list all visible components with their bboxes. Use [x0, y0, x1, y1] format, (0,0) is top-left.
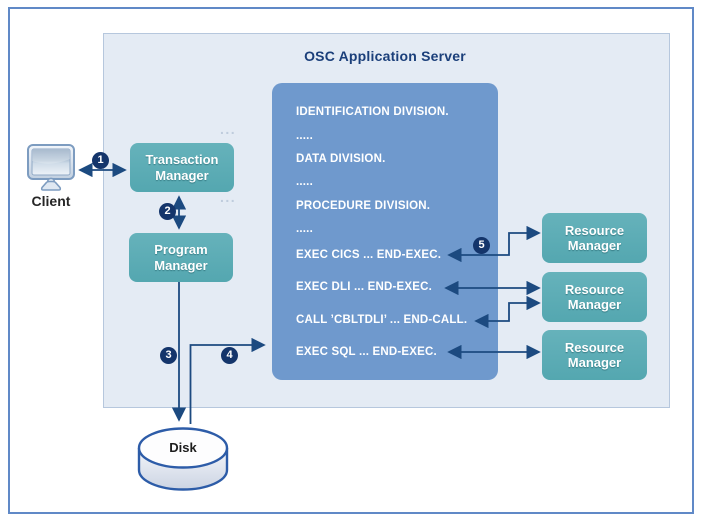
resource-manager-label: Resource Manager: [564, 222, 625, 253]
step-badge-3: 3: [160, 347, 177, 364]
program-manager-label: Program Manager: [154, 242, 208, 273]
code-line-call-cbltdli: CALL ’CBLTDLI’ ... END-CALL.: [296, 314, 468, 326]
step-badge-1: 1: [92, 152, 109, 169]
continuation-dots-bottom: ...: [220, 189, 237, 205]
disk-cylinder-icon: [137, 427, 229, 491]
outer-frame-border: [8, 7, 694, 514]
client-label: Client: [31, 193, 71, 209]
code-line-ellipsis: .....: [296, 130, 313, 142]
disk-label: Disk: [169, 440, 197, 455]
resource-manager-label: Resource Manager: [564, 281, 625, 312]
continuation-dots-top: ...: [220, 121, 237, 137]
code-line-procedure-division: PROCEDURE DIVISION.: [296, 200, 431, 212]
transaction-manager-box: Transaction Manager: [130, 143, 234, 192]
panel-title: OSC Application Server: [304, 48, 466, 64]
code-line-identification-division: IDENTIFICATION DIVISION.: [296, 106, 449, 118]
arrow-exec-cics-resource-manager-1: [447, 225, 541, 263]
arrow-disk-program-load: [189, 337, 266, 424]
program-manager-box: Program Manager: [129, 233, 233, 282]
resource-manager-box-1: Resource Manager: [542, 213, 647, 263]
arrow-call-cbltdli-resource-manager-2: [474, 295, 541, 329]
step-badge-4: 4: [221, 347, 238, 364]
transaction-manager-label: Transaction Manager: [145, 152, 219, 183]
client-computer-icon: [27, 144, 75, 191]
resource-manager-box-3: Resource Manager: [542, 330, 647, 380]
code-line-exec-dli: EXEC DLI ... END-EXEC.: [296, 281, 433, 293]
code-line-exec-sql: EXEC SQL ... END-EXEC.: [296, 346, 437, 358]
code-line-ellipsis: .....: [296, 223, 313, 235]
step-badge-5: 5: [473, 237, 490, 254]
code-line-ellipsis: .....: [296, 176, 313, 188]
resource-manager-label: Resource Manager: [564, 339, 625, 370]
step-badge-2: 2: [159, 203, 176, 220]
resource-manager-box-2: Resource Manager: [542, 272, 647, 322]
code-line-data-division: DATA DIVISION.: [296, 153, 386, 165]
code-line-exec-cics: EXEC CICS ... END-EXEC.: [296, 249, 442, 261]
